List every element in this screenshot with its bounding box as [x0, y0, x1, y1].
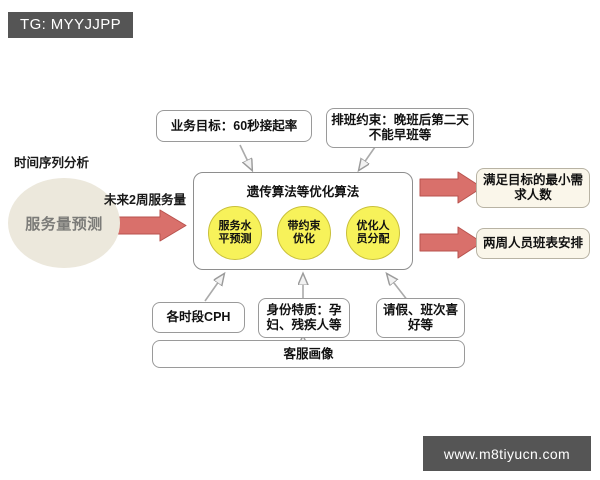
input-label: 各时段CPH — [166, 310, 231, 324]
core-circle-service-forecast: 服务水平预测 — [208, 206, 262, 260]
core-circle-staff-allocation: 优化人员分配 — [346, 206, 400, 260]
output-box-min-headcount: 满足目标的最小需求人数 — [476, 168, 590, 208]
source-ellipse: 服务量预测 — [8, 178, 120, 268]
connector-bottom-right — [387, 274, 409, 302]
core-title: 遗传算法等优化算法 — [246, 185, 360, 199]
profile-label: 客服画像 — [283, 346, 334, 361]
output-label: 满足目标的最小需求人数 — [482, 173, 583, 202]
source-caption: 时间序列分析 — [14, 156, 90, 170]
core-circle-constrained-optimization: 带约束优化 — [277, 206, 331, 260]
connector-top-right — [359, 146, 376, 170]
output-label: 两周人员班表安排 — [482, 236, 583, 250]
connector-top-left — [239, 144, 252, 170]
constraint-box-shift-rule: 排班约束：晚班后第二天不能早班等 — [326, 108, 474, 148]
connector-bottom-left — [204, 274, 224, 302]
input-box-identity-traits: 身份特质：孕妇、残疾人等 — [258, 298, 350, 338]
flow-arrow-output-1 — [419, 171, 483, 204]
input-label: 请假、班次喜好等 — [382, 303, 458, 332]
flow-arrow-input — [111, 209, 187, 242]
core-algorithm-box: 遗传算法等优化算法 服务水平预测 带约束优化 优化人员分配 — [193, 172, 413, 270]
constraint-label: 业务目标：60秒接起率 — [170, 118, 298, 133]
flow-label: 未来2周服务量 — [104, 193, 186, 207]
constraint-box-business-goal: 业务目标：60秒接起率 — [156, 110, 312, 142]
flow-arrow-output-2 — [419, 226, 483, 259]
input-label: 身份特质：孕妇、残疾人等 — [266, 303, 342, 332]
input-box-leave-preference: 请假、班次喜好等 — [376, 298, 465, 338]
output-box-two-week-roster: 两周人员班表安排 — [476, 228, 590, 259]
constraint-label: 排班约束：晚班后第二天不能早班等 — [331, 113, 469, 142]
watermark-bottom-right: www.m8tiyucn.com — [423, 436, 591, 471]
input-box-cph: 各时段CPH — [152, 302, 245, 333]
watermark-top-left: TG: MYYJJPP — [8, 12, 134, 38]
profile-box-agent-persona: 客服画像 — [152, 340, 465, 368]
